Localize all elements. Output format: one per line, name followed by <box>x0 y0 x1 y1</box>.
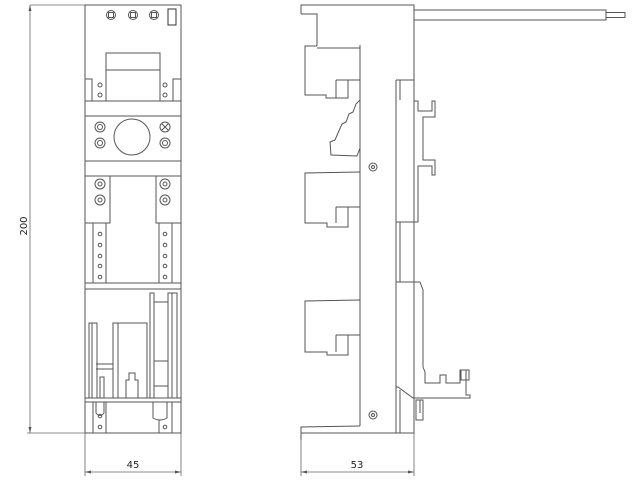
side-width-dimension: 53 <box>300 433 415 476</box>
front-width-label: 45 <box>127 460 140 471</box>
front-width-dimension: 45 <box>84 433 182 476</box>
side-view <box>300 4 626 440</box>
height-dimension-label: 200 <box>19 216 30 235</box>
top-screws <box>106 8 177 26</box>
cable-tip <box>605 12 626 18</box>
side-width-label: 53 <box>351 460 364 471</box>
height-dimension: 200 <box>19 4 85 434</box>
rail-holes <box>97 231 168 280</box>
cable <box>413 9 607 21</box>
indicator-window <box>167 8 177 26</box>
control-knob-area <box>94 118 171 156</box>
dial-knob <box>113 118 151 156</box>
front-view <box>84 4 182 434</box>
